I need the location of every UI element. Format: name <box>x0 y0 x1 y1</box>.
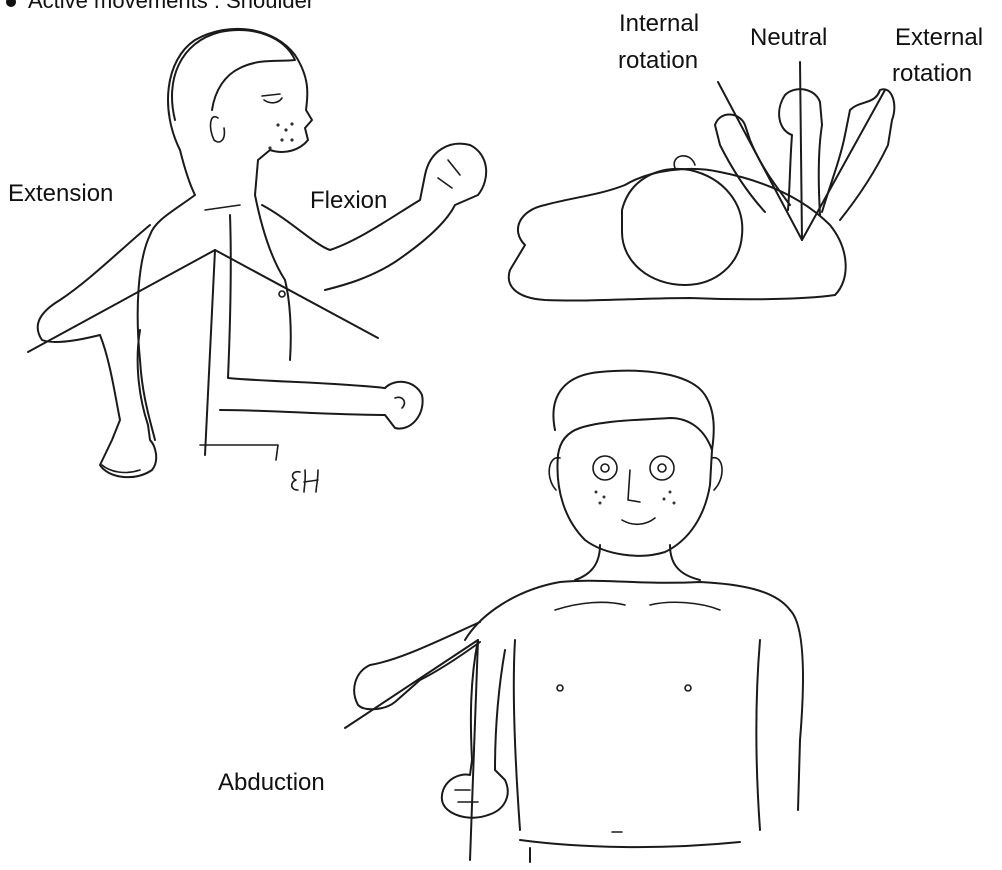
internal-rotation-label-line2: rotation <box>618 47 698 75</box>
front-view-figure <box>345 371 803 862</box>
extended-arm <box>38 225 157 477</box>
front-torso-left <box>514 640 520 830</box>
front-mouth <box>622 518 655 524</box>
front-ear-right <box>712 458 722 490</box>
front-face <box>557 450 712 556</box>
extension-label: Extension <box>8 180 113 208</box>
neutral-arm <box>220 215 423 429</box>
extension-line <box>28 250 215 352</box>
abduction-label: Abduction <box>218 769 325 797</box>
side-waist <box>200 445 278 460</box>
external-arm <box>822 89 894 220</box>
internal-rotation-label-line1: Internal <box>619 10 699 38</box>
side-ear <box>211 117 225 142</box>
front-torso-right <box>756 640 760 830</box>
side-eye <box>262 94 282 103</box>
flexed-fist <box>438 160 460 188</box>
flexion-line <box>215 250 378 338</box>
top-head <box>622 169 742 285</box>
neutral-label: Neutral <box>750 24 827 52</box>
external-rotation-line <box>802 90 885 240</box>
abducted-arm <box>354 622 480 709</box>
signature <box>292 470 318 492</box>
neutral-fist <box>395 397 404 408</box>
neutral-vertical-line <box>205 250 215 455</box>
front-freckles <box>595 491 676 505</box>
flexion-label: Flexion <box>310 187 387 215</box>
external-rotation-label-line2: rotation <box>892 60 972 88</box>
side-view-figure <box>28 29 486 492</box>
freckles <box>268 122 293 149</box>
front-hair <box>553 371 713 455</box>
side-shoulder-line <box>205 205 240 210</box>
front-neck-left <box>575 545 600 580</box>
front-nose <box>628 470 640 502</box>
external-rotation-label-line1: External <box>895 24 983 52</box>
top-shoulders <box>509 169 846 301</box>
side-back <box>138 150 195 440</box>
internal-rotation-line <box>718 82 802 240</box>
top-nose <box>674 156 695 168</box>
front-neck-right <box>670 545 700 580</box>
top-view-figure <box>509 62 895 301</box>
front-waistband <box>520 840 740 862</box>
front-down-fist <box>455 790 478 802</box>
front-clavicles <box>555 602 720 610</box>
